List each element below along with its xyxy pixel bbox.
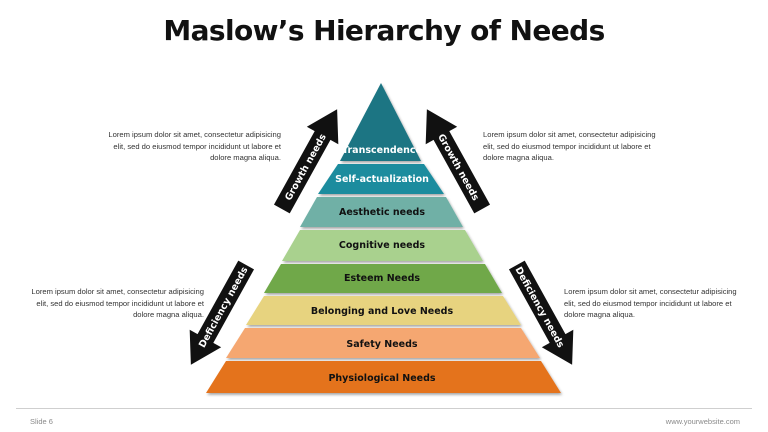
description-bottom-right: Lorem ipsum dolor sit amet, consectetur …: [564, 287, 737, 319]
website-url: www.yourwebsite.com: [665, 417, 740, 426]
level-shape: [300, 197, 463, 227]
footer-divider: [16, 408, 752, 409]
pyramid-level-aesthetic-needs: Aesthetic needs: [300, 197, 463, 227]
level-shape: [282, 230, 483, 261]
pyramid-level-cognitive-needs: Cognitive needs: [282, 230, 483, 261]
level-label: Safety Needs: [346, 339, 418, 350]
level-label: Cognitive needs: [339, 240, 426, 251]
description-top-right: Lorem ipsum dolor sit amet, consectetur …: [483, 130, 656, 162]
level-label: Aesthetic needs: [339, 207, 425, 218]
level-shape: [318, 164, 444, 194]
level-label: Belonging and Love Needs: [311, 306, 454, 317]
pyramid-level-belonging-and-love-needs: Belonging and Love Needs: [246, 296, 521, 325]
level-label: Esteem Needs: [344, 273, 420, 284]
pyramid-level-safety-needs: Safety Needs: [226, 328, 540, 358]
level-shape: [226, 328, 540, 358]
pyramid-level-esteem-needs: Esteem Needs: [264, 264, 502, 293]
level-label: Physiological Needs: [328, 373, 435, 384]
description-bottom-left: Lorem ipsum dolor sit amet, consectetur …: [31, 287, 204, 319]
level-shape: [264, 264, 502, 293]
description-top-left: Lorem ipsum dolor sit amet, consectetur …: [108, 130, 281, 162]
slide-number: Slide 6: [30, 417, 53, 426]
pyramid-level-transcendence: Transcendence: [340, 83, 422, 161]
pyramid-level-physiological-needs: Physiological Needs: [206, 361, 561, 393]
level-shape: [206, 361, 561, 393]
level-shape: [340, 83, 421, 161]
level-shape: [246, 296, 521, 325]
level-label: Self-actualization: [335, 174, 429, 185]
slide-title: Maslow’s Hierarchy of Needs: [163, 14, 605, 47]
pyramid-level-self-actualization: Self-actualization: [318, 164, 444, 194]
level-label: Transcendence: [342, 145, 422, 156]
